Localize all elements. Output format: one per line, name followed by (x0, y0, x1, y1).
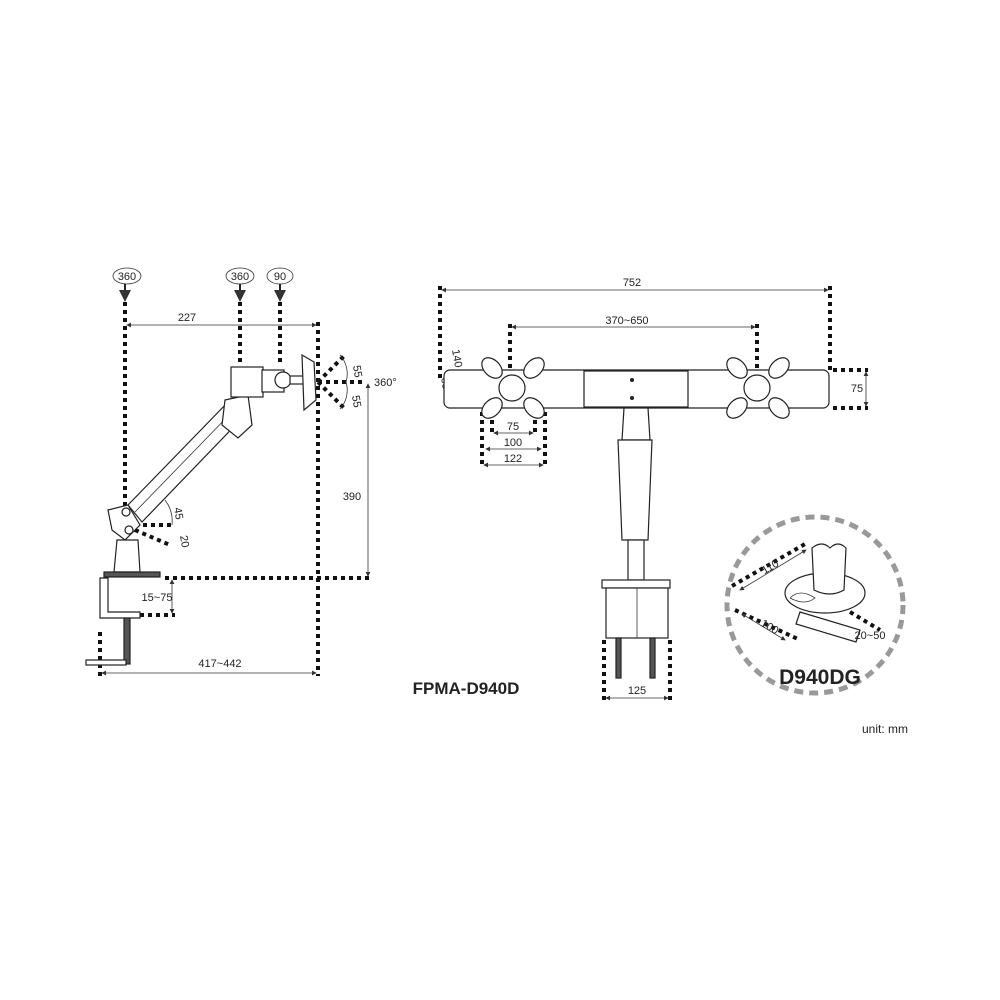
grommet-model-title: D940DG (779, 666, 861, 689)
dim-arm-tilt-up: 45 (171, 506, 185, 520)
dim-bar-height: 75 (851, 383, 863, 395)
rotation-icon (112, 267, 142, 302)
unit-note: unit: mm (862, 722, 908, 736)
dim-monitor-spacing: 370~650 (605, 315, 648, 327)
dim-grommet-b: 100 (759, 618, 781, 638)
vesa-plate-left (481, 357, 545, 419)
dim-total-reach: 417~442 (198, 658, 241, 670)
dim-rotation: 360° (374, 377, 397, 389)
detail-circle (724, 514, 906, 696)
dim-vesa-122: 122 (504, 453, 522, 465)
side-view: 360 360 90 227 55 55 (85, 267, 397, 676)
rotation-icon (266, 267, 294, 302)
grommet-detail: 110 100 20~50 D940DG (724, 514, 906, 696)
dim-arm-tilt-down: 20 (177, 534, 191, 548)
dim-height: 390 (343, 491, 361, 503)
dim-tilt-up: 55 (350, 364, 364, 378)
dim-grommet-a: 110 (760, 558, 781, 577)
rotation-indicators: 360 360 90 (112, 267, 294, 302)
dim-vesa-100: 100 (504, 437, 522, 449)
rotation-label-elbow: 360 (231, 271, 249, 283)
dim-arm-reach: 227 (178, 312, 196, 324)
dim-desk-thickness: 15~75 (142, 592, 173, 604)
rotation-label-head: 90 (274, 271, 286, 283)
model-title: FPMA-D940D (413, 679, 520, 698)
front-view: 752 370~650 140 65 75 75 100 122 125 (413, 277, 869, 701)
dim-vesa-75: 75 (507, 421, 519, 433)
dim-total-width: 752 (623, 277, 641, 289)
rotation-icon (225, 267, 255, 302)
vesa-plate-right (726, 357, 790, 419)
side-arm-drawing (85, 353, 317, 666)
dim-tilt-down: 55 (349, 394, 363, 408)
dim-clamp-width: 125 (628, 685, 646, 697)
front-mount-drawing (443, 357, 830, 679)
rotation-label-base: 360 (118, 271, 136, 283)
bar-label-a: 140 (449, 348, 464, 368)
dim-grommet-c: 20~50 (855, 630, 886, 642)
